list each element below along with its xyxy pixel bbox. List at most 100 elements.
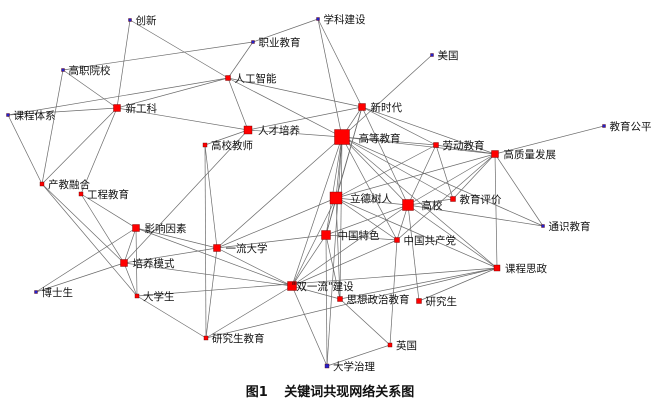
edge-sylj-yldx [216, 247, 293, 287]
edge-gx-tsjy [407, 204, 544, 227]
node-label: 博士生 [42, 286, 74, 299]
edge-zggcd-gzlfz [396, 153, 496, 241]
edge-yjsjy-gxjs [204, 144, 207, 339]
node-marker [493, 264, 501, 272]
node-ldsr: 立德树人 [329, 191, 392, 205]
edge-rcpy-xgk [116, 107, 249, 131]
edge-gdjy-rgzn [227, 77, 343, 138]
node-dxzl: 大学治理 [324, 360, 375, 373]
edge-rcpy-pyms [123, 129, 249, 264]
edge-gdjy-kcsz [341, 136, 498, 269]
edge-gx-kcsz [407, 204, 498, 269]
edge-xgk-cjrh [41, 107, 118, 185]
edge-gdjy-xkjs [317, 18, 343, 138]
node-yjs: 研究生 [416, 295, 457, 308]
edge-kcsz-sxzzjy [339, 267, 498, 300]
node-label: 课程体系 [14, 110, 56, 122]
node-kctx: 课程体系 [6, 110, 56, 122]
keyword-network-graph: 高等教育立德树人高校中国特色"双一流"建设人才培养新工科新时代高质量发展培养模式… [6, 13, 652, 373]
edge-rcpy-xsd [247, 106, 363, 131]
edge-sylj-yxys [135, 227, 293, 287]
edge-gzyx-cjrh [41, 69, 64, 185]
node-rcpy: 人才培养 [243, 124, 300, 137]
edge-sylj-pyms [123, 262, 293, 287]
edge-dxzl-yg [326, 344, 391, 367]
node-marker [128, 18, 132, 22]
node-marker [132, 224, 140, 232]
edge-pyms-bss [35, 262, 125, 293]
node-marker [450, 196, 456, 202]
edge-gx-jypj [407, 198, 454, 206]
node-label: 大学治理 [333, 360, 375, 373]
edge-gzlfz-ldjy [435, 144, 496, 155]
node-label: 高校教师 [211, 139, 253, 152]
node-marker [416, 298, 422, 304]
edge-yxys-bss [35, 227, 137, 293]
node-label: 高职院校 [69, 64, 111, 77]
node-label: 中国特色 [338, 229, 380, 242]
node-marker [602, 124, 606, 128]
node-yxys: 影响因素 [132, 222, 187, 235]
node-marker [541, 224, 545, 228]
edge-gzlfz-jygp [494, 125, 605, 155]
edge-ldsr-gx [335, 197, 409, 206]
node-marker [251, 40, 255, 44]
edge-kctx-cjrh [7, 114, 43, 185]
edge-ldsr-zggcd [335, 197, 398, 241]
node-marker [324, 363, 330, 369]
edge-zgts-dxzl [325, 234, 328, 367]
node-label: 高校 [422, 199, 443, 212]
node-label: 一流大学 [226, 242, 268, 255]
node-marker [225, 75, 231, 81]
edge-gx-yjs [407, 204, 420, 302]
node-rgzn: 人工智能 [225, 72, 277, 85]
node-zgts: 中国特色 [321, 229, 380, 242]
node-marker [213, 244, 221, 252]
node-label: 教育评价 [460, 193, 502, 206]
edge-zgts-sxzzjy [325, 234, 341, 300]
edge-gdjy-rcpy [247, 129, 343, 138]
node-marker [334, 129, 350, 145]
edge-gdjy-sxzzjy [339, 136, 343, 300]
node-label: 工程教育 [87, 188, 129, 201]
node-marker [433, 142, 439, 148]
edge-ldsr-ldjy [335, 144, 437, 199]
node-label: 新工科 [126, 102, 158, 115]
node-gx: 高校 [402, 199, 443, 212]
edge-sylj-yjsjy [205, 285, 293, 339]
node-sxzzjy: 思想政治教育 [337, 293, 410, 306]
edge-gzlfz-jypj [452, 153, 496, 200]
node-marker [321, 230, 331, 240]
node-marker [430, 53, 434, 57]
edge-gx-zggcd [396, 204, 409, 241]
node-label: 教育公平 [610, 120, 652, 133]
edge-gx-zgts [325, 204, 409, 236]
node-marker [402, 199, 414, 211]
edge-ldsr-gzlfz [335, 153, 496, 199]
edge-rcpy-rgzn [227, 77, 249, 131]
edge-rgzn-xsd [227, 77, 363, 108]
node-yg: 英国 [387, 339, 417, 352]
node-xkjs: 学科建设 [316, 13, 366, 26]
node-label: 立德树人 [350, 192, 392, 205]
node-gdjy: 高等教育 [334, 129, 401, 145]
node-sylj: "双一流"建设 [287, 280, 354, 293]
edge-cjrh-dxs [41, 183, 138, 297]
edge-gcjy-yxys [80, 193, 137, 229]
edge-xsd-xkjs [317, 18, 363, 108]
edge-zgts-sylj [291, 234, 327, 287]
node-zggcd: 中国共产党 [394, 234, 456, 247]
node-label: 研究生教育 [212, 332, 265, 345]
edge-gdjy-mg [341, 54, 433, 138]
edge-sylj-dxzl [291, 285, 328, 367]
edge-sylj-zggcd [291, 239, 398, 287]
edge-ldsr-kcsz [335, 197, 498, 269]
edge-kcsz-gzlfz [494, 153, 498, 269]
node-label: 培养模式 [133, 257, 175, 270]
node-gzlfz: 高质量发展 [491, 148, 556, 161]
edge-zgts-xsd [325, 106, 363, 236]
edge-xgk-rgzn [116, 77, 229, 109]
edge-xgk-cx [116, 19, 131, 109]
node-kcsz: 课程思政 [493, 262, 547, 275]
node-marker [120, 259, 128, 267]
